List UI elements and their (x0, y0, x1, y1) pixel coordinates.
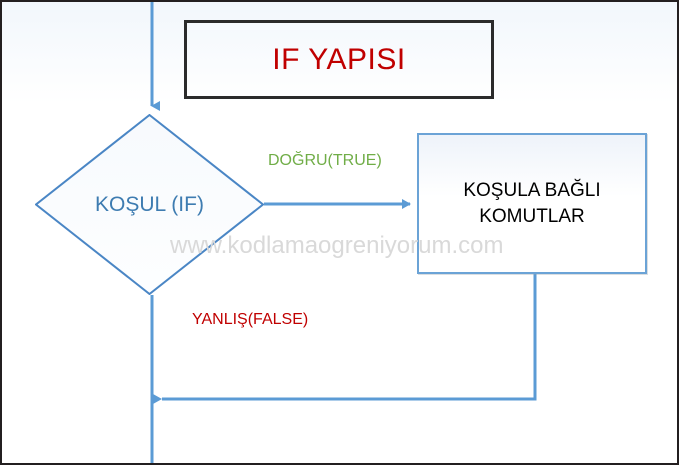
title-box: IF YAPISI (184, 20, 494, 99)
process-label-line2: KOMUTLAR (479, 205, 585, 227)
decision-node: KOŞUL (IF) (35, 114, 264, 295)
diamond-shape (35, 114, 264, 295)
process-label-line1: KOŞULA BAĞLI (463, 179, 601, 201)
page-title: IF YAPISI (272, 42, 406, 76)
edge-label-true: DOĞRU(TRUE) (268, 152, 382, 169)
edge-label-false: YANLIŞ(FALSE) (192, 311, 309, 328)
process-node: KOŞULA BAĞLI KOMUTLAR (417, 133, 647, 274)
